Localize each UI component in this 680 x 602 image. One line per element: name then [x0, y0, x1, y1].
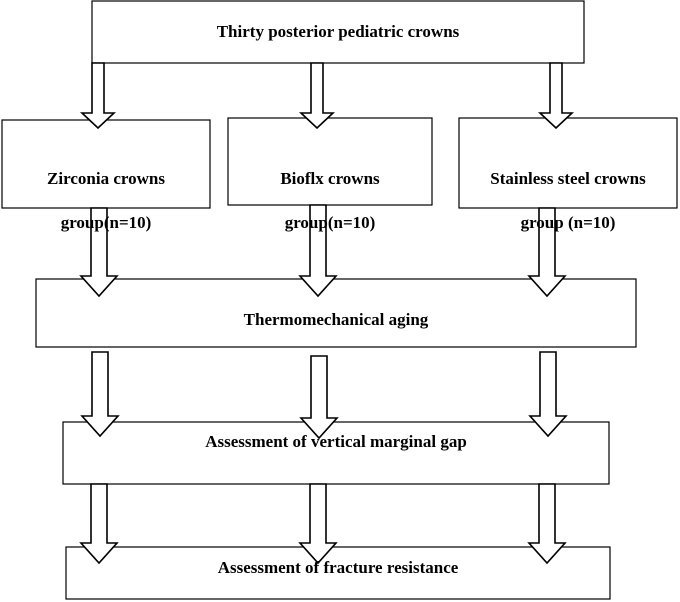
arrow-aging-to-gap-center — [299, 355, 339, 440]
bioflx-line1: Bioflx crowns — [280, 169, 380, 188]
fracture-box — [65, 546, 611, 600]
arrow-gap-to-fracture-center — [298, 483, 338, 565]
zirconia-box-label: Zirconia crowns group(n=10) — [2, 146, 210, 256]
arrow-zirconia-to-aging — [79, 207, 119, 298]
zirconia-box — [1, 119, 211, 209]
stainless-line1: Stainless steel crowns — [490, 169, 646, 188]
aging-box-label: Thermomechanical aging — [243, 310, 429, 329]
gap-box — [62, 421, 610, 485]
aging-box — [35, 278, 637, 348]
arrow-aging-to-gap-left — [80, 351, 120, 438]
gap-box-label: Assessment of vertical marginal gap — [205, 432, 467, 451]
arrow-top-to-bioflx — [298, 62, 336, 130]
arrow-top-to-zirconia — [79, 62, 117, 130]
stainless-box — [458, 117, 678, 209]
zirconia-line1: Zirconia crowns — [47, 169, 165, 188]
bioflx-box-label: Bioflx crowns group(n=10) — [228, 146, 432, 256]
arrow-stainless-to-aging — [527, 207, 567, 298]
fracture-box-label: Assessment of fracture resistance — [217, 558, 459, 577]
arrow-top-to-stainless — [537, 62, 575, 130]
bioflx-line2: group(n=10) — [284, 213, 376, 232]
top-box-label: Thirty posterior pediatric crowns — [216, 22, 460, 41]
bioflx-box — [227, 117, 433, 206]
zirconia-line2: group(n=10) — [60, 213, 152, 232]
top-box — [91, 0, 585, 64]
arrow-gap-to-fracture-left — [79, 483, 119, 565]
arrow-gap-to-fracture-right — [527, 483, 567, 565]
arrow-bioflx-to-aging — [298, 204, 338, 298]
stainless-box-label: Stainless steel crowns group (n=10) — [459, 146, 677, 256]
arrow-aging-to-gap-right — [528, 351, 568, 438]
stainless-line2: group (n=10) — [520, 213, 616, 232]
